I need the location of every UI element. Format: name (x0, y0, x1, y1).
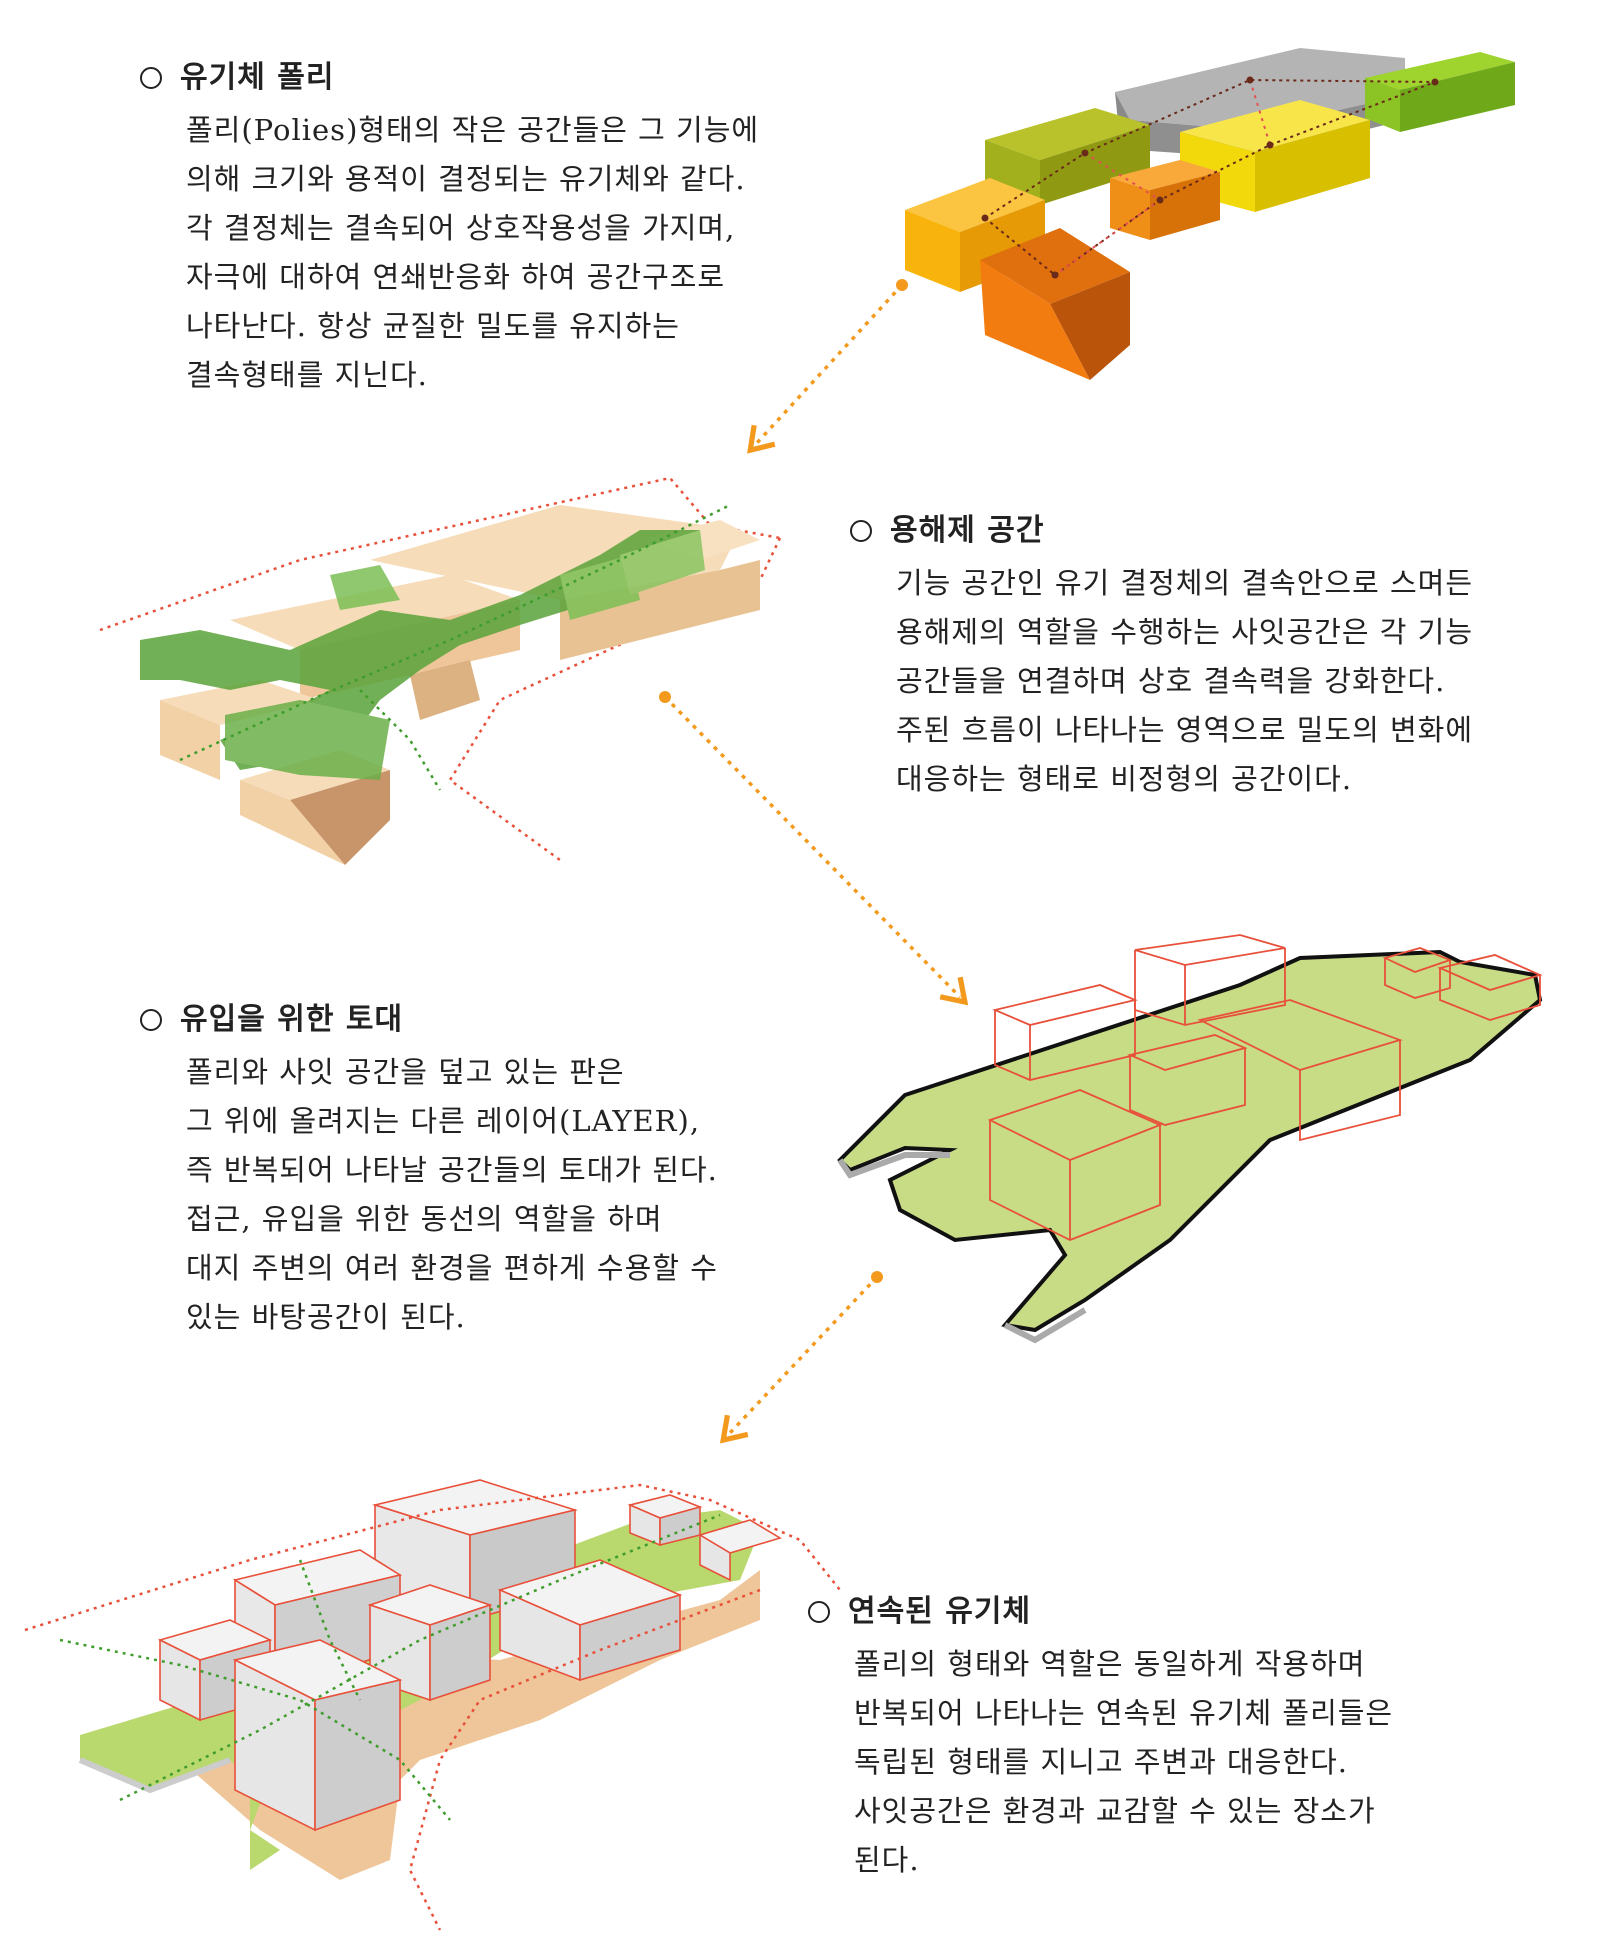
flow-arrow-1 (747, 279, 908, 454)
section-description: 폴리(Polies)형태의 작은 공간들은 그 기능에 의해 크기와 용적이 결… (186, 113, 760, 392)
circle-bullet-icon (140, 1009, 162, 1031)
flow-arrow-2 (659, 691, 969, 1006)
section-description: 폴리의 형태와 역할은 동일하게 작용하며 반복되어 나타나는 연속된 유기체 … (854, 1647, 1394, 1877)
continuous-volumes (157, 1479, 782, 1832)
polly-block-orange (980, 228, 1130, 380)
section-description: 폴리와 사잇 공간을 덮고 있는 판은 그 위에 올려지는 다른 레이어(LAY… (186, 1055, 718, 1334)
section-base-platform: 유입을 위한 토대 폴리와 사잇 공간을 덮고 있는 판은 그 위에 올려지는 … (140, 1000, 718, 1342)
continuous-organism-diagram (24, 1479, 841, 1931)
circle-bullet-icon (850, 520, 872, 542)
polly-block-olive (985, 108, 1150, 205)
polly-block-small-orange (1110, 160, 1220, 240)
solvent-space-diagram (99, 476, 782, 865)
circle-bullet-icon (140, 67, 162, 89)
polly-block-lime (1365, 52, 1515, 132)
circle-bullet-icon (808, 1601, 830, 1623)
solvent-network (140, 530, 705, 780)
section-continuous-organism: 연속된 유기체 폴리의 형태와 역할은 동일하게 작용하며 반복되어 나타나는 … (808, 1592, 1393, 1885)
section-organic-polly: 유기체 폴리 폴리(Polies)형태의 작은 공간들은 그 기능에 의해 크기… (140, 58, 759, 400)
section-heading: 연속된 유기체 (848, 1594, 1032, 1629)
section-heading: 유기체 폴리 (180, 60, 335, 95)
base-platform-diagram (837, 934, 1543, 1344)
polly-blocks-diagram (905, 48, 1515, 380)
section-heading: 유입을 위한 토대 (180, 1002, 404, 1037)
flow-arrow-3 (719, 1271, 883, 1444)
section-solvent-space: 용해제 공간 기능 공간인 유기 결정체의 결속안으로 스며든 용해제의 역할을… (850, 511, 1473, 804)
section-heading: 용해제 공간 (890, 513, 1045, 548)
platform-volume-outlines (987, 934, 1543, 1241)
section-description: 기능 공간인 유기 결정체의 결속안으로 스며든 용해제의 역할을 수행하는 사… (896, 566, 1474, 796)
platform-slab (837, 949, 1543, 1344)
